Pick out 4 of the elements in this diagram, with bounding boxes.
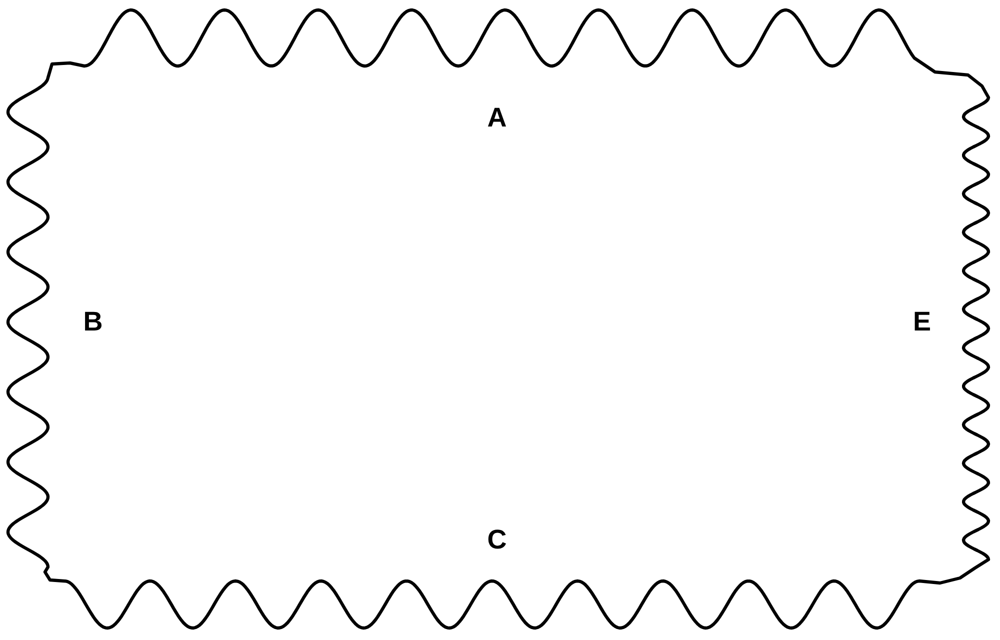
side-label: A: [487, 104, 507, 132]
side-label: E: [913, 308, 931, 336]
side-label: B: [83, 308, 103, 336]
side-label: C: [487, 526, 507, 554]
